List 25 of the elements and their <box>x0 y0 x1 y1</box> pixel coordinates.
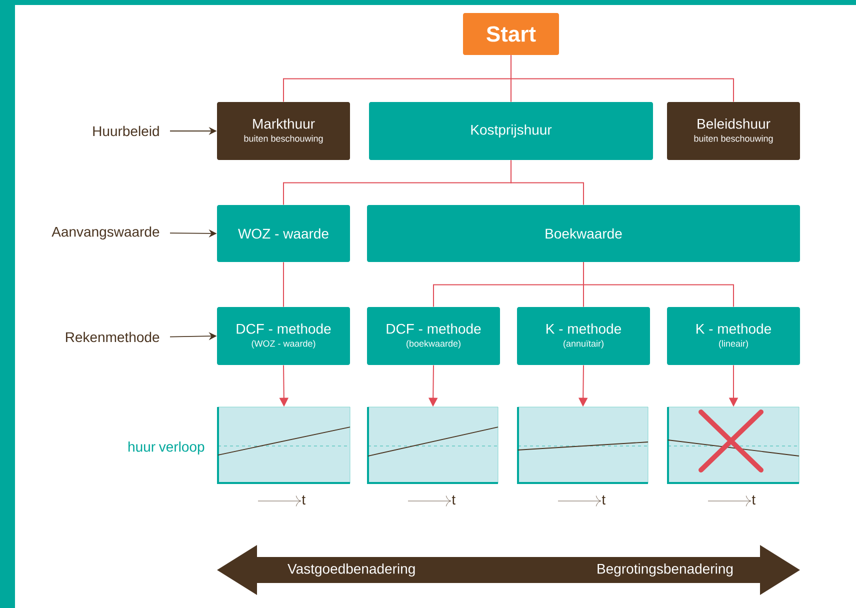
axis-label: t <box>752 495 756 505</box>
process-box: DCF - methode (WOZ - waarde) <box>217 307 350 365</box>
axis-label: t <box>452 495 456 505</box>
process-box: Boekwaarde <box>367 205 800 262</box>
axis-label: huur verloop <box>128 441 204 455</box>
start-box: Start <box>463 13 559 55</box>
connector <box>583 262 734 308</box>
process-box: DCF - methode (boekwaarde) <box>367 307 500 365</box>
row-label: Huurbeleid <box>93 126 159 136</box>
connector <box>510 54 734 102</box>
graph-drawing <box>217 406 350 484</box>
connector <box>283 262 284 308</box>
row-label: Rekenmethode <box>66 332 160 342</box>
process-box: Kostprijshuur <box>369 102 653 160</box>
connector <box>510 160 584 206</box>
process-box: K - methode (lineair) <box>667 307 800 365</box>
process-box: K - methode (annuïtair) <box>517 307 650 365</box>
process-box: Markthuur buiten beschouwing <box>217 102 350 160</box>
row-label: Aanvangswaarde <box>52 226 160 240</box>
process-box: Beleidshuur buiten beschouwing <box>667 102 800 160</box>
process-box: WOZ - waarde <box>217 205 350 262</box>
axis-label: t <box>302 495 306 505</box>
graph-drawing <box>367 406 498 484</box>
axis-label: t <box>602 495 606 505</box>
graph-drawing <box>517 406 648 484</box>
